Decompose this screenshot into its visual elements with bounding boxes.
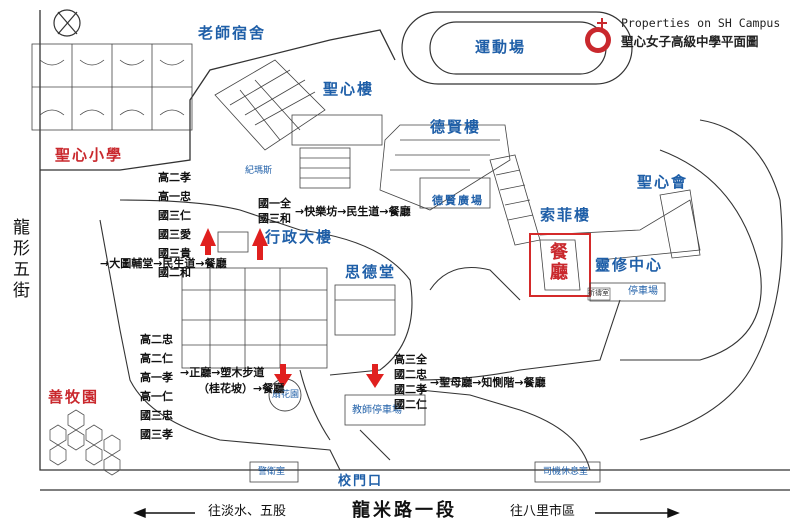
- label-admin-building: 行政大樓: [265, 228, 334, 246]
- road-direction-arrows: [133, 507, 680, 519]
- label-dexian-square: 德賢廣場: [432, 194, 484, 207]
- header-title-zh: 聖心女子高級中學平面圖: [621, 34, 759, 49]
- suofei-building-shape: [489, 154, 701, 261]
- class-item: 國一全: [258, 197, 291, 210]
- label-prayer-room: 祈禱室: [588, 289, 609, 297]
- class-item: 高二忠: [140, 333, 173, 346]
- campus-roads: [99, 119, 783, 471]
- header-title-en: Properties on SH Campus: [621, 16, 781, 30]
- label-driver-lounge: 司機休息室: [543, 467, 589, 477]
- label-parking-lot: 停車場: [628, 286, 658, 297]
- label-side-building-small: 紀瑪斯: [245, 166, 273, 176]
- clinic-box: [249, 461, 299, 483]
- label-stadium: 運動場: [475, 38, 527, 56]
- class-item: 國二仁: [394, 398, 427, 411]
- label-sacred-heart-hall: 聖心會: [637, 173, 689, 191]
- class-item: 高三全: [394, 353, 427, 366]
- class-item: 國三孝: [140, 428, 173, 441]
- arrow-down-1: [274, 364, 292, 388]
- shengxin-building-shape: [291, 114, 383, 189]
- class-item: 國二和: [158, 266, 191, 279]
- label-teachers-dorm: 老師宿舍: [198, 24, 267, 42]
- prayer-room-box: [587, 287, 611, 301]
- route-group-left-path: →大圖輔堂→民生道→餐廳: [100, 257, 227, 270]
- class-item: 國三和: [258, 212, 291, 225]
- class-item: 國三忠: [140, 409, 173, 422]
- arrow-down-2: [366, 364, 384, 388]
- compass-icon: [53, 9, 81, 37]
- label-to-tamsui: 往淡水、五股: [208, 504, 287, 519]
- shanmu-garden-hexagons: [49, 409, 121, 476]
- sacred-heart-hall-shape: [659, 189, 701, 259]
- label-street-longmi: 龍米路一段: [352, 500, 457, 521]
- label-clinic: 警衛室: [258, 467, 286, 477]
- route-group-bottom-right-path: →聖母廳→知惻階→餐廳: [430, 376, 546, 389]
- class-item: 國三仁: [158, 209, 191, 222]
- label-sacred-heart-primary: 聖心小學: [55, 146, 124, 164]
- class-item: 國三愛: [158, 228, 191, 241]
- basketball-courts: [31, 43, 193, 131]
- arrow-up-2: [252, 228, 268, 260]
- arrow-up-1: [200, 228, 216, 255]
- label-shengxin-building: 聖心樓: [323, 80, 375, 98]
- label-fan-garden: 扇花園: [272, 390, 300, 400]
- label-teacher-parking: 教師停車場: [352, 405, 402, 416]
- label-suofei-building: 索菲樓: [540, 206, 592, 224]
- class-item: 高一忠: [158, 190, 191, 203]
- route-group-bottom-left-path2: （桂花坡）→餐廳: [198, 382, 285, 395]
- class-item: 高一仁: [140, 390, 173, 403]
- route-group-bottom-left-path: →正廳→塑木步道: [180, 366, 265, 379]
- sacred-heart-logo-icon: [585, 18, 611, 53]
- route-group-bottom-left-classes: 高二忠 高二仁 高一孝 高一仁 國三忠 國三孝: [140, 330, 173, 444]
- class-item: 國二孝: [394, 383, 427, 396]
- class-item: 高二仁: [140, 352, 173, 365]
- class-item: 國二忠: [394, 368, 427, 381]
- label-street-longxing: 龍形五街: [9, 218, 29, 302]
- route-group-top-classes: 國一全 國三和: [258, 196, 291, 226]
- route-group-top-path: →快樂坊→民生道→餐廳: [295, 205, 411, 218]
- driver-lounge-box: [534, 461, 601, 483]
- teachers-dorm-shape: [214, 59, 326, 151]
- label-spiritual-center: 靈修中心: [595, 256, 664, 274]
- campus-boundary: [39, 10, 790, 491]
- class-item: 國三貴: [158, 247, 191, 260]
- ende-hall-shape: [334, 284, 396, 336]
- parking-lot-box: [589, 282, 666, 302]
- route-group-left-classes: 高二孝 高一忠 國三仁 國三愛 國三貴 國二和: [158, 168, 191, 282]
- label-to-bali: 往八里市區: [510, 504, 576, 519]
- label-dexian-building: 德賢樓: [430, 118, 482, 136]
- label-ende-hall: 思德堂: [345, 263, 397, 281]
- route-group-bottom-right-classes: 高三全 國二忠 國二孝 國二仁: [394, 352, 427, 412]
- label-school-gate: 校門口: [338, 474, 384, 489]
- teacher-parking-box: [344, 394, 426, 426]
- admin-building-shape: [181, 231, 328, 369]
- class-item: 高一孝: [140, 371, 173, 384]
- label-shanmu-garden: 善牧園: [48, 388, 100, 406]
- red-arrows: [200, 228, 384, 388]
- dexian-building-shape: [379, 124, 511, 211]
- class-item: 高二孝: [158, 171, 191, 184]
- canteen-building-shape: [539, 239, 581, 291]
- canteen-highlight: [529, 233, 591, 297]
- label-canteen: 餐廳: [547, 242, 568, 282]
